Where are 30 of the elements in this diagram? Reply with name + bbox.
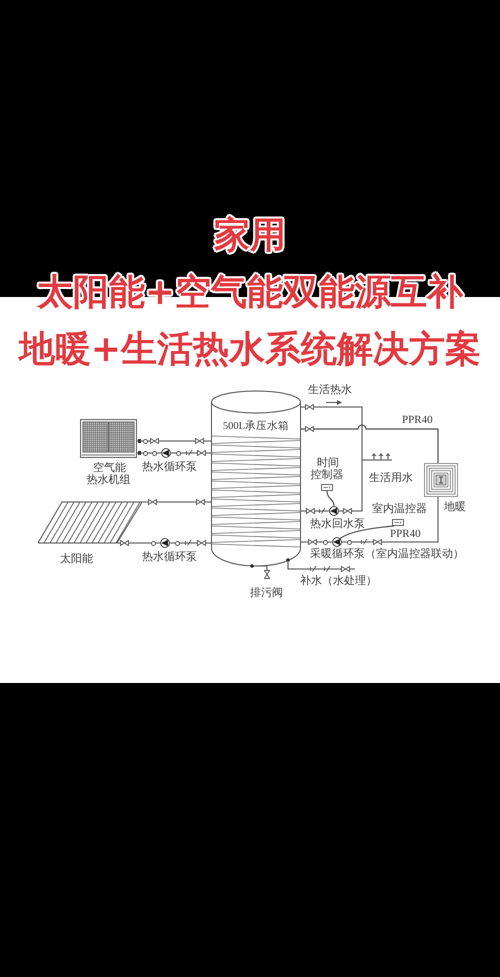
solar-label: 太阳能 [60, 553, 93, 565]
pipe-label: 生活热水 [308, 384, 352, 396]
thermostat-label: 室内温控器 [372, 503, 427, 515]
pump-symbol [332, 537, 342, 547]
pipe [362, 459, 368, 461]
pump-symbol [161, 448, 171, 458]
pump-label: 热水回水泵 [310, 518, 365, 530]
leader-line [326, 490, 335, 506]
pipe [287, 560, 355, 570]
drain-valve-label: 排污阀 [250, 587, 283, 599]
unit-label: 空气能热水机组 [86, 462, 131, 486]
leader-line [340, 525, 394, 540]
pipe [171, 452, 211, 454]
pump-label: 热水循环泵 [142, 461, 197, 473]
pipe-label: PPR40 [390, 528, 421, 540]
water-use-label: 生活用水 [369, 472, 413, 484]
pipe [301, 424, 439, 463]
controller-label: 时间控制器 [310, 457, 344, 481]
pipe [137, 452, 161, 454]
pump-label: 采暖循环泵（室内温控器联动） [310, 548, 464, 560]
pipe [140, 542, 160, 544]
tank-label: 500L承压水箱 [222, 421, 290, 433]
pipe-label: PPR40 [402, 414, 433, 426]
pipe [170, 542, 211, 544]
pump-symbol [160, 538, 170, 548]
floor-heating-label: 地暖 [444, 501, 466, 513]
pipe [301, 510, 329, 512]
pump-label: 热水循环泵 [142, 551, 197, 563]
pipe [342, 513, 439, 543]
pump-symbol [329, 506, 339, 516]
